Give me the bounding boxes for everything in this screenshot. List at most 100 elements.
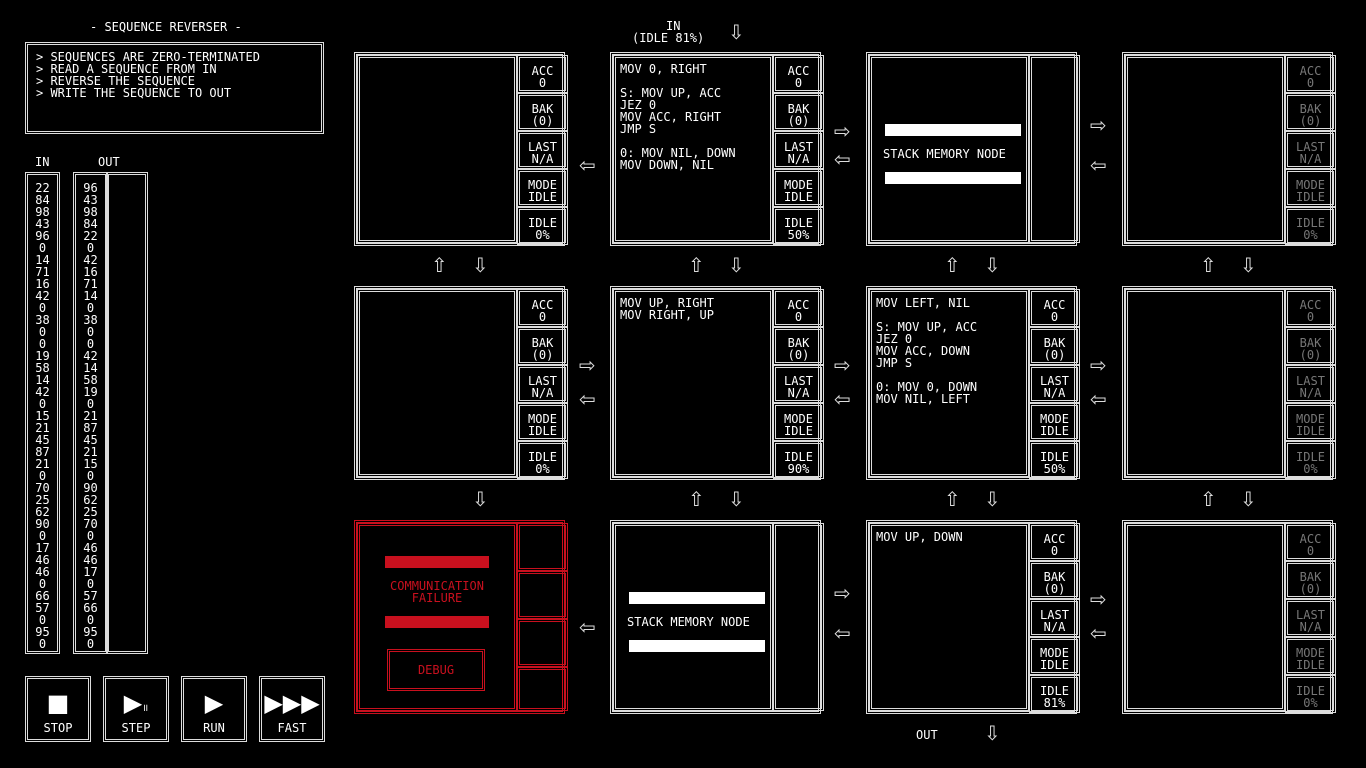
- up-arrow-icon: ⇧: [1200, 253, 1217, 277]
- idle-register: IDLE 0%: [1285, 675, 1336, 713]
- bak-register: BAK (0): [773, 93, 824, 131]
- acc-register: ACC 0: [1029, 523, 1080, 561]
- code-editor[interactable]: [1125, 289, 1285, 477]
- debug-button[interactable]: DEBUG: [387, 649, 485, 691]
- up-arrow-icon: ⇧: [688, 487, 705, 511]
- right-arrow-icon: ⇨: [579, 353, 596, 377]
- description-text: > SEQUENCES ARE ZERO-TERMINATED > READ A…: [36, 50, 260, 100]
- failed-register: [517, 667, 568, 711]
- code-editor[interactable]: MOV UP, RIGHT MOV RIGHT, UP: [613, 289, 773, 477]
- last-register: LAST N/A: [1285, 599, 1336, 637]
- code-editor[interactable]: MOV UP, DOWN: [869, 523, 1029, 711]
- stack-display: STACK MEMORY NODE: [613, 523, 773, 711]
- step-label: STEP: [121, 721, 151, 735]
- left-arrow-icon: ⇦: [1090, 387, 1107, 411]
- failed-register: [517, 571, 568, 619]
- last-register: LAST N/A: [1285, 365, 1336, 403]
- down-arrow-icon: ⇩: [984, 721, 1001, 745]
- mode-register: MODE IDLE: [773, 403, 824, 441]
- failed-node-2-0: COMMUNICATION FAILURE DEBUG: [354, 520, 568, 714]
- down-arrow-icon: ⇩: [728, 253, 745, 277]
- stop-button[interactable]: ■ STOP: [25, 676, 91, 742]
- bak-register: BAK (0): [1285, 327, 1336, 365]
- step-icon: ▶॥: [123, 689, 149, 717]
- code-editor[interactable]: [1125, 55, 1285, 243]
- last-register: LAST N/A: [1029, 599, 1080, 637]
- code-editor[interactable]: MOV LEFT, NIL S: MOV UP, ACC JEZ 0 MOV A…: [869, 289, 1029, 477]
- idle-register: IDLE 81%: [1029, 675, 1080, 713]
- code-editor[interactable]: MOV 0, RIGHT S: MOV UP, ACC JEZ 0 MOV AC…: [613, 55, 773, 243]
- exec-node-0-1[interactable]: MOV 0, RIGHT S: MOV UP, ACC JEZ 0 MOV AC…: [610, 52, 824, 246]
- bak-register: BAK (0): [1029, 327, 1080, 365]
- down-arrow-icon: ⇩: [984, 253, 1001, 277]
- stack-memory-node-0-2: STACK MEMORY NODE: [866, 52, 1080, 246]
- mode-register: MODE IDLE: [1285, 403, 1336, 441]
- right-arrow-icon: ⇨: [834, 581, 851, 605]
- puzzle-title: - SEQUENCE REVERSER -: [90, 20, 242, 34]
- right-arrow-icon: ⇨: [834, 119, 851, 143]
- last-register: LAST N/A: [517, 365, 568, 403]
- node-code: MOV UP, RIGHT MOV RIGHT, UP: [620, 296, 714, 322]
- input-port-status: (IDLE 81%): [632, 31, 705, 45]
- bak-register: BAK (0): [517, 327, 568, 365]
- stop-icon: ■: [46, 689, 70, 717]
- up-arrow-icon: ⇧: [944, 253, 961, 277]
- stack-memory-node-2-1: STACK MEMORY NODE: [610, 520, 824, 714]
- exec-node-1-0[interactable]: ACC 0 BAK (0) LAST N/A MODE IDLE IDLE 0%: [354, 286, 568, 480]
- exec-node-1-3[interactable]: ACC 0 BAK (0) LAST N/A MODE IDLE IDLE 0%: [1122, 286, 1336, 480]
- exec-node-2-2[interactable]: MOV UP, DOWN ACC 0 BAK (0) LAST N/A MODE…: [866, 520, 1080, 714]
- up-arrow-icon: ⇧: [944, 487, 961, 511]
- exec-node-0-3[interactable]: ACC 0 BAK (0) LAST N/A MODE IDLE IDLE 0%: [1122, 52, 1336, 246]
- stack-bar-bottom: [885, 172, 1021, 184]
- left-arrow-icon: ⇦: [579, 153, 596, 177]
- idle-register: IDLE 50%: [1029, 441, 1080, 479]
- acc-register: ACC 0: [517, 55, 568, 93]
- stack-contents: [1029, 55, 1080, 243]
- exec-node-2-3[interactable]: ACC 0 BAK (0) LAST N/A MODE IDLE IDLE 0%: [1122, 520, 1336, 714]
- last-register: LAST N/A: [517, 131, 568, 169]
- down-arrow-icon: ⇩: [1240, 487, 1257, 511]
- stack-bar-bottom: [629, 640, 765, 652]
- failed-register: [517, 619, 568, 667]
- down-arrow-icon: ⇩: [984, 487, 1001, 511]
- mode-register: MODE IDLE: [773, 169, 824, 207]
- failure-bar-top: [385, 556, 489, 568]
- in-column-label: IN: [35, 155, 50, 169]
- up-arrow-icon: ⇧: [431, 253, 448, 277]
- stack-memory-label: STACK MEMORY NODE: [627, 615, 750, 629]
- register-panel: ACC 0 BAK (0) LAST N/A MODE IDLE IDLE 0%: [1285, 55, 1336, 245]
- left-arrow-icon: ⇦: [1090, 153, 1107, 177]
- mode-register: MODE IDLE: [1285, 169, 1336, 207]
- code-editor[interactable]: [1125, 523, 1285, 711]
- down-arrow-icon: ⇩: [728, 20, 745, 44]
- node-code: MOV 0, RIGHT S: MOV UP, ACC JEZ 0 MOV AC…: [620, 62, 736, 172]
- left-arrow-icon: ⇦: [579, 387, 596, 411]
- down-arrow-icon: ⇩: [1240, 253, 1257, 277]
- last-register: LAST N/A: [1285, 131, 1336, 169]
- in-values-column: 22 84 98 43 96 0 14 71 16 42 0 38 0 0 19…: [25, 172, 60, 654]
- mode-register: MODE IDLE: [1029, 403, 1080, 441]
- bak-register: BAK (0): [1285, 561, 1336, 599]
- code-editor[interactable]: [357, 289, 517, 477]
- register-panel: ACC 0 BAK (0) LAST N/A MODE IDLE IDLE 50…: [1029, 289, 1080, 479]
- stack-display: STACK MEMORY NODE: [869, 55, 1029, 243]
- last-register: LAST N/A: [773, 365, 824, 403]
- failure-message: COMMUNICATION FAILURE: [390, 579, 484, 605]
- register-panel: ACC 0 BAK (0) LAST N/A MODE IDLE IDLE 50…: [773, 55, 824, 245]
- exec-node-1-1[interactable]: MOV UP, RIGHT MOV RIGHT, UP ACC 0 BAK (0…: [610, 286, 824, 480]
- code-editor[interactable]: [357, 55, 517, 243]
- exec-node-0-0[interactable]: ACC 0 BAK (0) LAST N/A MODE IDLE IDLE 0%: [354, 52, 568, 246]
- register-panel: ACC 0 BAK (0) LAST N/A MODE IDLE IDLE 0%: [517, 55, 568, 245]
- register-panel: ACC 0 BAK (0) LAST N/A MODE IDLE IDLE 0%: [1285, 289, 1336, 479]
- run-button[interactable]: ▶ RUN: [181, 676, 247, 742]
- fast-label: FAST: [277, 721, 307, 735]
- exec-node-1-2[interactable]: MOV LEFT, NIL S: MOV UP, ACC JEZ 0 MOV A…: [866, 286, 1080, 480]
- left-arrow-icon: ⇦: [834, 621, 851, 645]
- acc-register: ACC 0: [1029, 289, 1080, 327]
- step-button[interactable]: ▶॥ STEP: [103, 676, 169, 742]
- node-code: MOV LEFT, NIL S: MOV UP, ACC JEZ 0 MOV A…: [876, 296, 978, 406]
- register-panel: ACC 0 BAK (0) LAST N/A MODE IDLE IDLE 0%: [517, 289, 568, 479]
- fast-button[interactable]: ▶▶▶ FAST: [259, 676, 325, 742]
- fast-forward-icon: ▶▶▶: [264, 689, 320, 717]
- puzzle-description: > SEQUENCES ARE ZERO-TERMINATED > READ A…: [25, 42, 324, 134]
